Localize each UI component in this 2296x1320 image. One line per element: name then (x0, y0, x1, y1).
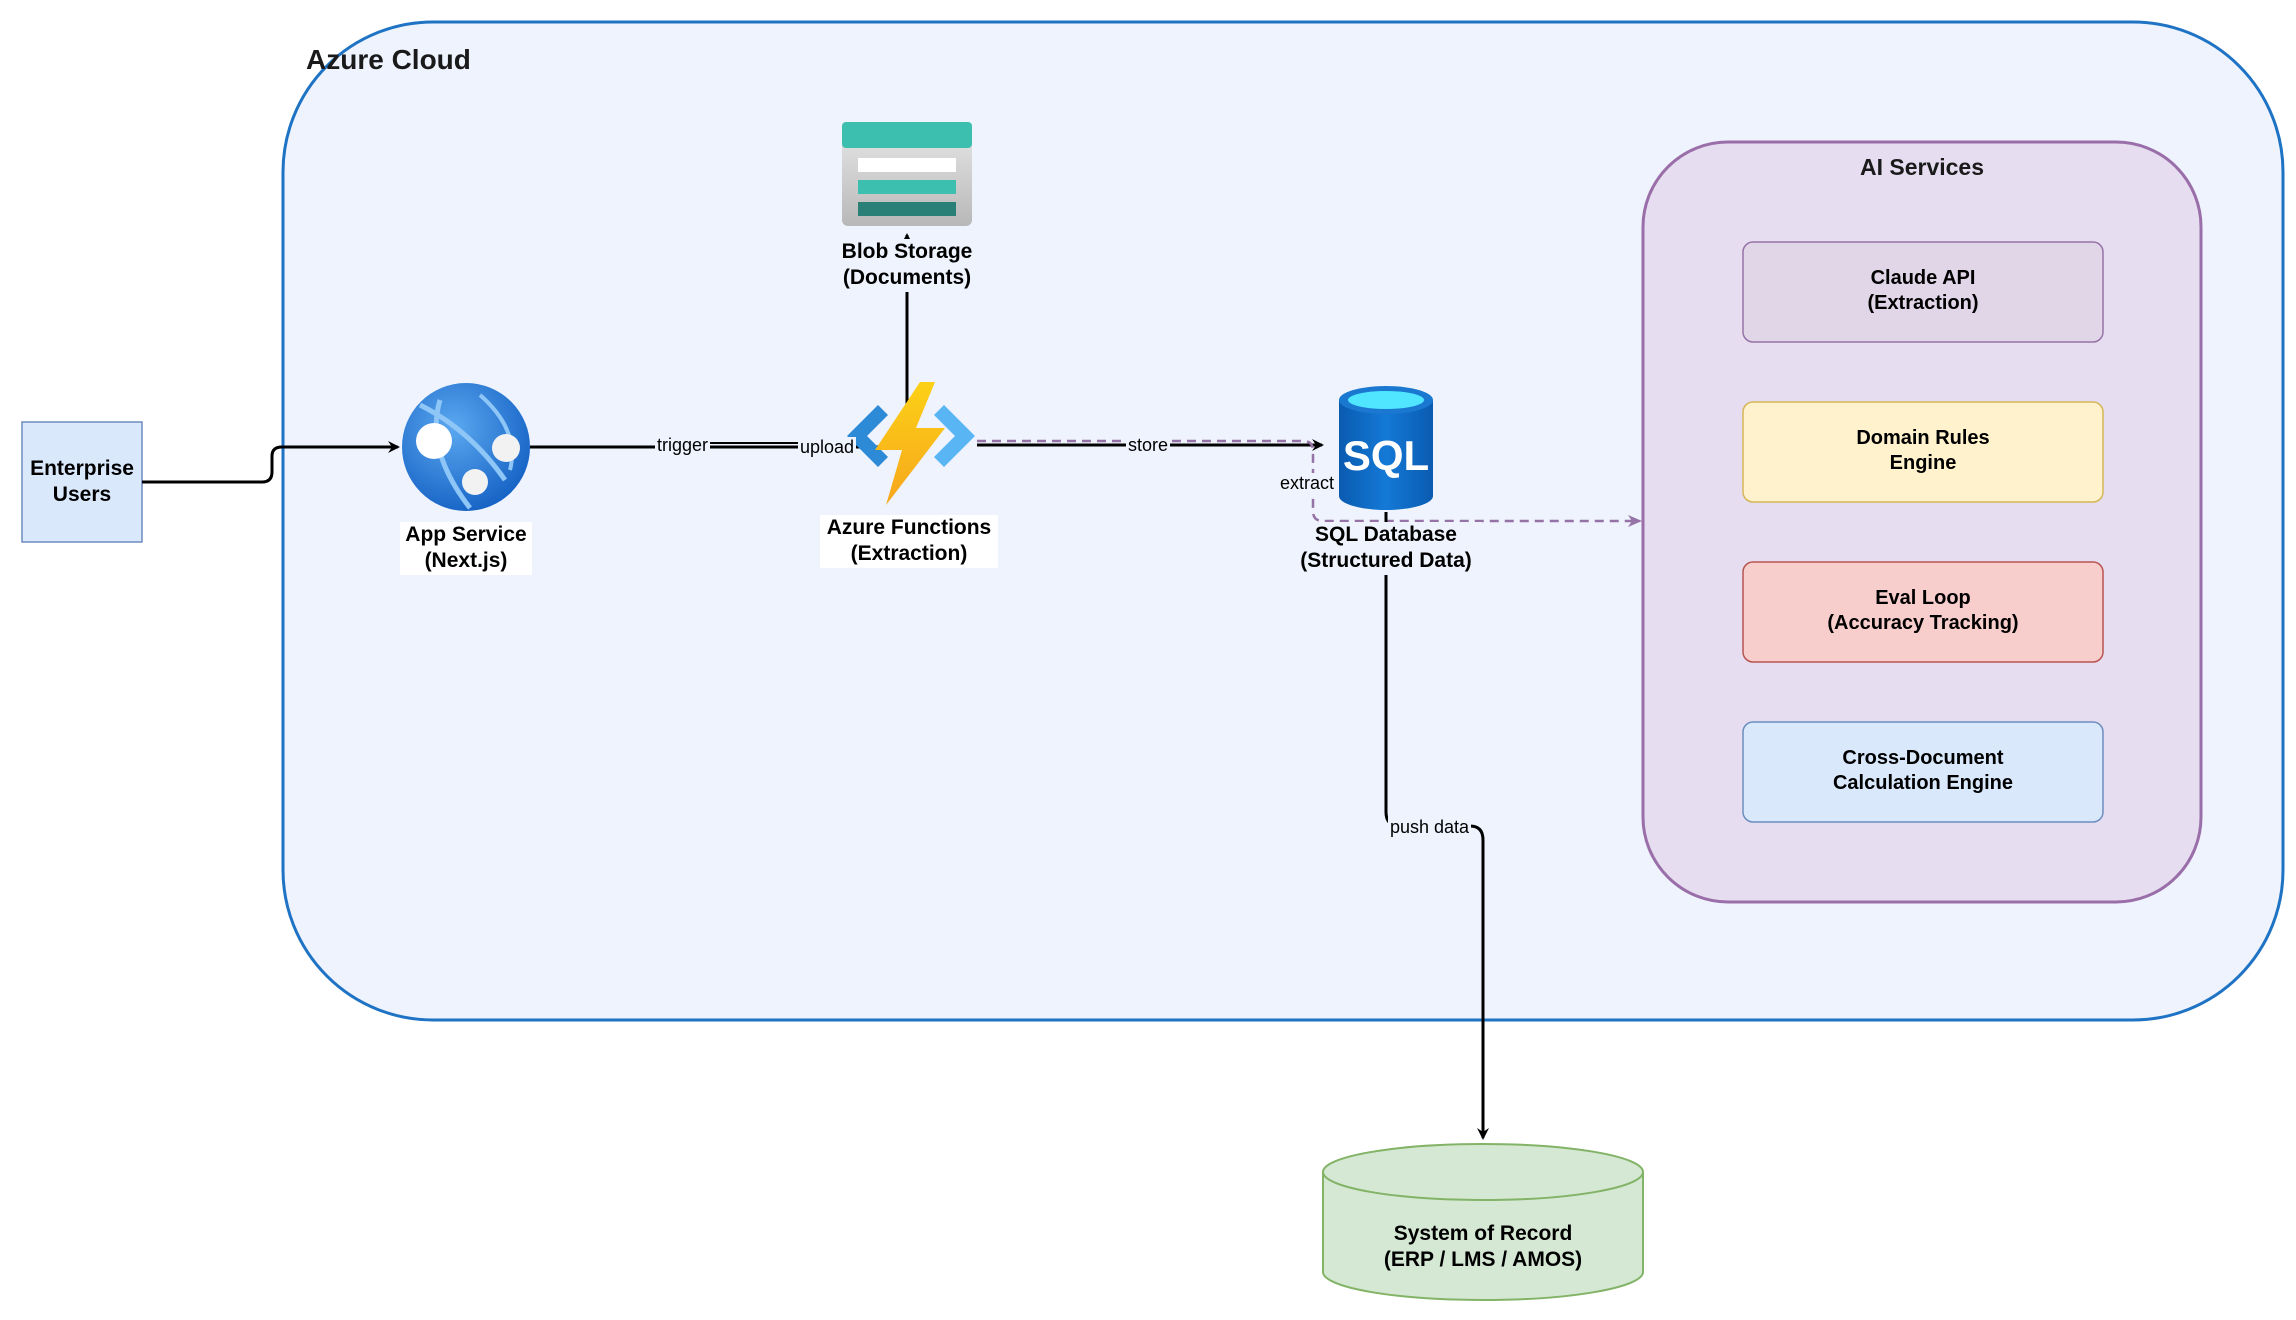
claude-api-label: Claude API (Extraction) (1743, 266, 2103, 316)
eval-loop-line1: Eval Loop (1875, 587, 1971, 609)
azure-functions-bolt-icon[interactable] (847, 382, 975, 505)
domain-rules-line2: Engine (1889, 452, 1957, 474)
cross-document-line2: Calculation Engine (1832, 772, 2014, 794)
edge-label-push-data: push data (1388, 817, 1472, 837)
ai-services-title: AI Services (1859, 154, 1985, 180)
system-of-record-line2: (ERP / LMS / AMOS) (1383, 1248, 1583, 1272)
blob-storage-label: Blob Storage (Documents) (830, 239, 984, 292)
eval-loop-line2: (Accuracy Tracking) (1827, 612, 2019, 634)
domain-rules-label: Domain Rules Engine (1743, 426, 2103, 476)
claude-api-line2: (Extraction) (1867, 292, 1979, 314)
edge-label-extract: extract (1278, 473, 1337, 493)
system-of-record-line1: System of Record (1393, 1222, 1573, 1245)
enterprise-users-label: Enterprise Users (22, 456, 142, 509)
blob-storage-line2: (Documents) (830, 265, 984, 292)
edge-label-store: store (1126, 435, 1171, 455)
blob-storage-line1: Blob Storage (830, 239, 984, 266)
blob-storage-icon[interactable] (842, 122, 972, 226)
system-of-record-label: System of Record (ERP / LMS / AMOS) (1323, 1221, 1643, 1274)
eval-loop-label: Eval Loop (Accuracy Tracking) (1743, 586, 2103, 636)
eval-loop-box[interactable] (1742, 561, 2104, 663)
domain-rules-box[interactable] (1742, 401, 2104, 503)
enterprise-users-box[interactable] (21, 421, 143, 543)
sql-database-line1: SQL Database (1290, 522, 1482, 549)
app-service-label: App Service (Next.js) (400, 522, 532, 575)
edge-users-to-app (142, 441, 400, 484)
system-of-record-cylinder[interactable] (1322, 1143, 1644, 1301)
sql-database-label: SQL Database (Structured Data) (1290, 522, 1482, 575)
azure-functions-label: Azure Functions (Extraction) (820, 515, 998, 568)
claude-api-box[interactable] (1742, 241, 2104, 343)
edge-label-trigger: trigger (655, 435, 711, 455)
azure-functions-line2: (Extraction) (850, 542, 968, 566)
azure-cloud-title: Azure Cloud (306, 44, 471, 75)
sql-icon-text: SQL (1343, 432, 1429, 479)
app-service-icon[interactable] (402, 383, 530, 511)
sql-database-icon[interactable]: SQL (1339, 386, 1433, 510)
domain-rules-line1: Domain Rules (1856, 427, 1990, 449)
sql-database-line2: (Structured Data) (1290, 548, 1482, 575)
enterprise-users-line2: Users (52, 483, 112, 507)
edge-label-upload: upload (798, 437, 857, 457)
edge-extract-dashed (977, 439, 1642, 527)
cross-document-line1: Cross-Document (1842, 747, 2004, 769)
app-service-line2: (Next.js) (424, 549, 508, 573)
enterprise-users-line1: Enterprise (30, 457, 134, 480)
cross-document-box[interactable] (1742, 721, 2104, 823)
app-service-line1: App Service (405, 523, 527, 546)
claude-api-line1: Claude API (1870, 267, 1976, 289)
cross-document-label: Cross-Document Calculation Engine (1743, 746, 2103, 796)
azure-functions-line1: Azure Functions (826, 516, 992, 539)
